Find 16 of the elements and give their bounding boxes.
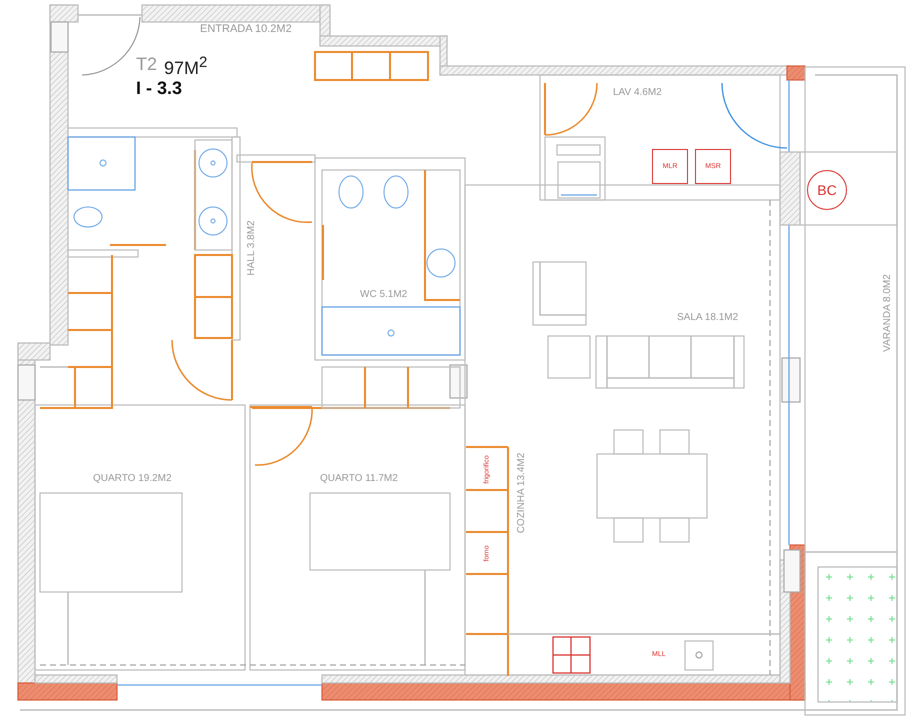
room-label: VARANDA 8.0M2 bbox=[883, 274, 893, 352]
boiler-circle bbox=[807, 170, 847, 210]
unit-label: T2 bbox=[136, 55, 158, 73]
room-label: COZINHA 13.4M2 bbox=[517, 452, 527, 534]
appliance-box bbox=[695, 149, 731, 184]
unit-label: I - 3.3 bbox=[136, 79, 182, 97]
unit-label: ENTRADA 10.2M2 bbox=[200, 24, 292, 35]
appliance-label: BC bbox=[817, 182, 837, 198]
room-label: QUARTO 11.7M2 bbox=[320, 474, 398, 484]
unit-label: 97M$^{2}$ bbox=[164, 55, 208, 77]
room-label: SALA 18.1M2 bbox=[677, 313, 738, 323]
room-label: WC 5.1M2 bbox=[360, 290, 408, 300]
appliance-box bbox=[652, 149, 688, 184]
room-label: LAV 4.6M2 bbox=[613, 88, 662, 98]
room-label: QUARTO 19.2M2 bbox=[93, 474, 172, 484]
room-label: HALL 3.8M2 bbox=[247, 220, 257, 276]
